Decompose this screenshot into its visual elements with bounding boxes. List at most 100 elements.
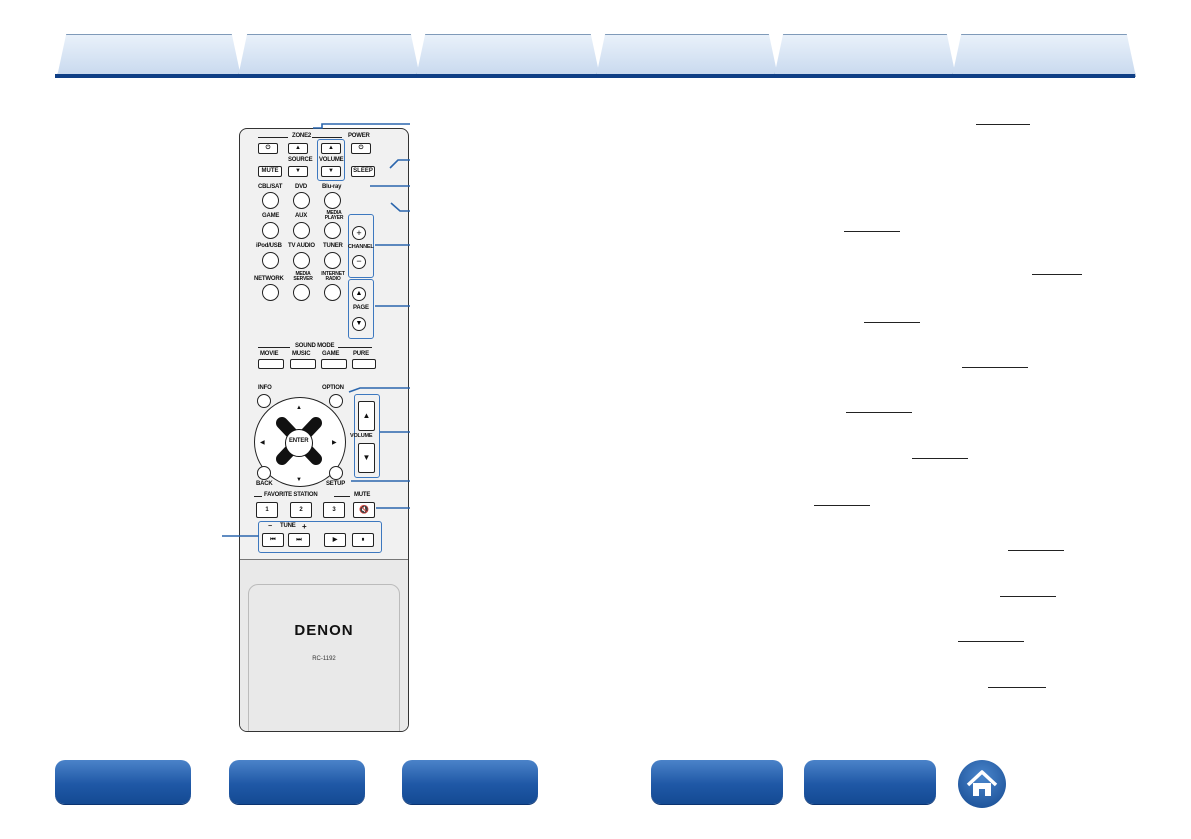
sound-mode-label: PURE	[353, 351, 369, 357]
sound-mode-button	[290, 359, 316, 369]
input-label: GAME	[262, 213, 280, 219]
nav-button-2[interactable]	[229, 760, 365, 804]
setup-label: SETUP	[326, 481, 346, 487]
enter-label: ENTER	[289, 438, 309, 444]
page-label: PAGE	[353, 305, 369, 311]
tab-6[interactable]	[952, 34, 1136, 77]
divider	[334, 496, 350, 497]
input-label: MEDIA PLAYER	[324, 210, 344, 221]
tab-2[interactable]	[238, 34, 420, 77]
divider	[254, 496, 262, 497]
page-reference-link[interactable]	[988, 687, 1046, 688]
tune-plus-icon: +	[302, 522, 307, 531]
input-button	[324, 222, 341, 239]
highlight-channel	[348, 214, 374, 278]
sound-mode-button	[258, 359, 284, 369]
page-reference-link[interactable]	[962, 367, 1028, 368]
input-button	[324, 252, 341, 269]
input-label: AUX	[295, 213, 308, 219]
zone2-power-button: ⏻	[258, 143, 278, 154]
tab-1[interactable]	[57, 34, 241, 77]
pause-icon: ⏸	[352, 533, 374, 547]
channel-minus-button: −	[352, 255, 366, 269]
volume-label-small: VOLUME	[319, 157, 344, 163]
back-label: BACK	[256, 481, 273, 487]
option-label: OPTION	[322, 385, 344, 391]
source-label: SOURCE	[288, 157, 313, 163]
divider	[338, 347, 372, 348]
enter-button	[285, 429, 313, 457]
input-button	[262, 252, 279, 269]
highlight-volume-large	[354, 394, 380, 478]
tune-label: TUNE	[280, 523, 296, 529]
nav-button-1[interactable]	[55, 760, 191, 804]
mute-label: MUTE	[354, 492, 371, 498]
page-down-button: ▼	[352, 317, 366, 331]
skip-forward-icon: ⏭	[288, 533, 310, 547]
nav-button-4[interactable]	[651, 760, 783, 804]
power-label: POWER	[348, 133, 370, 139]
favorite-label: FAVORITE STATION	[264, 492, 318, 498]
nav-button-3[interactable]	[402, 760, 538, 804]
remote-control-illustration: ZONE2 POWER ⏻ ▲ ▲ ⏻ SOURCE VOLUME MUTE ▼…	[239, 128, 409, 732]
volume-up-large-button: ▲	[358, 401, 375, 431]
input-button	[324, 284, 341, 301]
page-reference-link[interactable]	[1032, 274, 1082, 275]
page-reference-link[interactable]	[976, 124, 1030, 125]
tab-5[interactable]	[774, 34, 956, 77]
input-label: NETWORK	[254, 276, 284, 282]
zone2-down-button: ▼	[288, 166, 308, 177]
input-button	[293, 192, 310, 209]
sound-mode-label: GAME	[322, 351, 340, 357]
input-label: DVD	[295, 184, 308, 190]
input-button	[293, 284, 310, 301]
volume-up-button: ▲	[321, 143, 341, 154]
favorite-button: 2	[290, 502, 312, 518]
channel-label: CHANNEL	[348, 244, 374, 250]
sleep-button: SLEEP	[351, 166, 375, 177]
home-button[interactable]	[958, 760, 1006, 808]
page-reference-link[interactable]	[864, 322, 920, 323]
zone2-up-button: ▲	[288, 143, 308, 154]
input-button	[262, 192, 279, 209]
tab-4[interactable]	[596, 34, 778, 77]
nav-button-5[interactable]	[804, 760, 936, 804]
page-reference-link[interactable]	[814, 505, 870, 506]
page-reference-link[interactable]	[846, 412, 912, 413]
input-label: MEDIA SERVER	[293, 271, 313, 282]
sound-mode-label: SOUND MODE	[295, 343, 335, 349]
input-button	[324, 192, 341, 209]
svg-text:◀: ◀	[260, 440, 265, 446]
tab-3[interactable]	[416, 34, 600, 77]
divider	[258, 347, 290, 348]
tune-minus-icon: −	[268, 523, 272, 530]
volume-label: VOLUME	[350, 433, 373, 439]
favorite-button: 3	[323, 502, 345, 518]
input-label: TUNER	[323, 243, 343, 249]
input-button	[293, 222, 310, 239]
divider	[258, 137, 288, 138]
favorite-button: 1	[256, 502, 278, 518]
sound-mode-button	[321, 359, 347, 369]
input-label: Blu-ray	[322, 184, 342, 190]
info-button	[257, 394, 271, 408]
svg-text:▼: ▼	[296, 477, 302, 483]
setup-button	[329, 466, 343, 480]
battery-lid-inner	[248, 584, 400, 731]
page-reference-link[interactable]	[1008, 550, 1064, 551]
page-reference-link[interactable]	[958, 641, 1024, 642]
volume-down-button: ▼	[321, 166, 341, 177]
mute-icon: 🔇	[353, 502, 375, 518]
page-reference-link[interactable]	[1000, 596, 1056, 597]
highlight-transport	[258, 521, 382, 553]
tab-bar	[0, 0, 1191, 80]
page-reference-link[interactable]	[912, 458, 968, 459]
divider	[312, 137, 342, 138]
page-up-button: ▲	[352, 287, 366, 301]
input-label: iPod/USB	[256, 243, 282, 249]
battery-lid	[240, 559, 408, 731]
mute-button: MUTE	[258, 166, 282, 177]
page-reference-link[interactable]	[844, 231, 900, 232]
highlight-volume	[317, 139, 345, 181]
